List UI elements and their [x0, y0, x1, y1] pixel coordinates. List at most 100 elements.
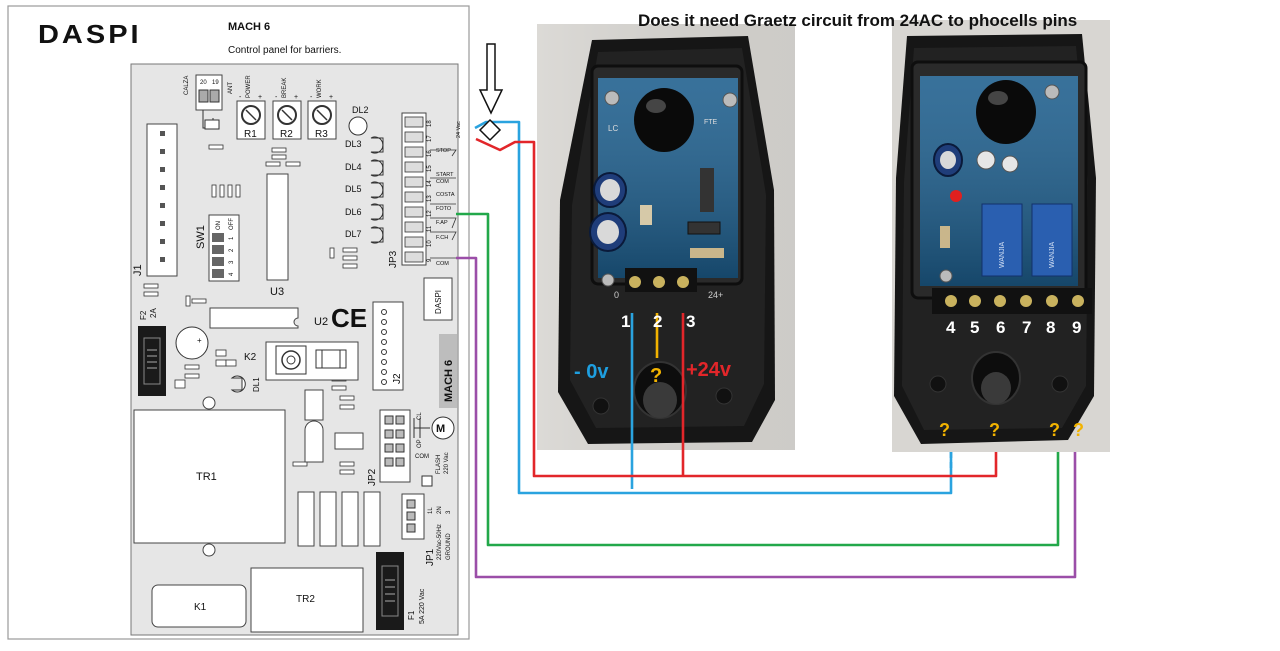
led-dl2-label: DL2	[352, 105, 369, 115]
terminal-number-10: 10	[427, 240, 433, 247]
graetz-symbol	[478, 118, 502, 142]
led-dl1: DL1	[230, 375, 261, 393]
f2-fuse: F2 2A	[138, 308, 166, 396]
jp3-label: JP3	[388, 250, 399, 268]
trimmer-r3: R3 WORK - +	[307, 79, 337, 140]
svg-text:+: +	[197, 336, 202, 345]
label-minus-0v: - 0v	[574, 361, 609, 383]
f1-fuse: F1 5A 220 Vac	[376, 552, 426, 630]
right-terminal-6: 6	[996, 318, 1005, 337]
led-dl5-label: DL5	[345, 184, 362, 194]
wiring	[456, 120, 1077, 579]
right-terminal-7: 7	[1022, 318, 1031, 337]
jp1-label: JP1	[425, 548, 436, 566]
terminal-number-9: 9	[427, 258, 433, 262]
terminal-label-com-2: COM	[436, 261, 449, 267]
f1-rating: 5A 220 Vac	[419, 588, 426, 624]
f2-label: F2	[139, 310, 148, 320]
terminal-number-13: 13	[427, 195, 433, 202]
right-terminal-8: 8	[1046, 318, 1055, 337]
calza-pin-20: 20	[200, 80, 207, 86]
right-terminal-4: 4	[946, 318, 956, 337]
terminal-number-14: 14	[427, 180, 433, 187]
trimmer-r1: R1 POWER - +	[236, 75, 266, 140]
right-question-2: ?	[989, 420, 1000, 440]
f1-label: F1	[407, 610, 416, 620]
led-dl7-icon	[370, 226, 384, 244]
calza-pin-19: 19	[212, 80, 219, 86]
terminal-label-fch: F.CH	[436, 235, 448, 241]
calza-connector: 20 19 CALZA ANT	[184, 74, 234, 130]
terminal-number-11: 11	[427, 225, 433, 232]
jp2-connector: JP2 CL OP COM FLASH 220 Vac M	[367, 409, 455, 487]
jp2-label: JP2	[367, 468, 378, 486]
jp1-vac-label: 220Vac-50Hz	[437, 524, 443, 560]
led-dl6-icon	[370, 203, 384, 221]
wire-red-24v	[475, 137, 998, 478]
terminal-label-com-1: COM	[436, 179, 449, 185]
right-question-marks: ? ? ? ?	[939, 420, 1084, 440]
right-terminal-numbers: 4 5 6 7 8 9	[946, 318, 1081, 337]
led-dl5-icon	[370, 181, 384, 199]
jp1-2n-label: 2N	[437, 506, 443, 514]
side-model-label: MACH 6	[443, 360, 455, 402]
jp2-cl-label: CL	[417, 412, 423, 420]
right-terminal-5: 5	[970, 318, 979, 337]
tr2-transformer: TR2	[250, 567, 364, 633]
terminal-number-16: 16	[427, 150, 433, 157]
trimmer-group: R1 POWER - + R2 BREAK - + R3 WORK -	[236, 75, 337, 140]
right-question-4: ?	[1073, 420, 1084, 440]
led-dl3-label: DL3	[345, 139, 362, 149]
led-dl2: DL2	[348, 105, 369, 136]
k2-relay: K2	[244, 341, 359, 381]
j2-connector: J2	[372, 301, 404, 391]
trimmer-r2-plus: +	[294, 94, 298, 101]
daspi-badge: DASPI	[423, 277, 453, 321]
u3-label: U3	[270, 286, 284, 298]
jp2-op-label: OP	[417, 439, 423, 448]
f2-rating: 2A	[149, 308, 158, 318]
capacitor-row	[297, 491, 381, 547]
k1-relay: K1	[151, 584, 247, 628]
right-question-3: ?	[1049, 420, 1060, 440]
left-terminal-2: 2	[653, 312, 662, 331]
photocell-right-photo: WANJIA WANJIA	[892, 20, 1110, 452]
terminal-label-start: START	[436, 172, 454, 178]
trimmer-r3-function: WORK	[317, 79, 323, 98]
sw1-off-label: OFF	[229, 218, 235, 230]
terminal-number-18: 18	[427, 120, 433, 127]
terminal-number-15: 15	[427, 165, 433, 172]
daspi-badge-text: DASPI	[434, 290, 443, 314]
wire-purple-com	[456, 256, 1077, 579]
tr2-label: TR2	[296, 594, 315, 605]
u2-label: U2	[314, 316, 328, 328]
left-board-mark-fte: FTE	[704, 119, 718, 126]
terminal-number-17: 17	[427, 135, 433, 142]
wire-green-foto	[456, 212, 1060, 547]
trimmer-r2-minus: -	[275, 94, 278, 101]
ce-mark: CE	[331, 303, 367, 333]
jp1-ground-label: GROUND	[446, 533, 452, 560]
terminal-label-foto: FOTO	[436, 206, 452, 212]
relay-brand-right: WANJIA	[1049, 241, 1056, 268]
right-terminal-9: 9	[1072, 318, 1081, 337]
down-arrow-icon	[478, 43, 504, 115]
wire-blue-0v	[474, 120, 953, 495]
label-unknown-pin: ?	[650, 365, 662, 387]
motor-icon: M	[436, 423, 445, 435]
trimmer-r3-plus: +	[329, 94, 333, 101]
left-board-mark-24: 24+	[708, 290, 723, 300]
terminal-label-costa: COSTA	[436, 192, 455, 198]
tr1-label: TR1	[196, 471, 217, 483]
trimmer-r2-label: R2	[280, 129, 293, 140]
trimmer-r1-minus: -	[239, 94, 242, 101]
trimmer-r2-function: BREAK	[282, 78, 288, 98]
model-name: MACH 6	[228, 21, 270, 33]
trimmer-r1-label: R1	[244, 129, 257, 140]
sw1-dip-switch: SW1 ON OFF 1 2 3 4	[195, 214, 240, 282]
left-terminal-1: 1	[621, 312, 630, 331]
led-dl7-label: DL7	[345, 229, 362, 239]
label-plus-24v: +24v	[686, 359, 732, 381]
j1-label: J1	[132, 264, 144, 276]
